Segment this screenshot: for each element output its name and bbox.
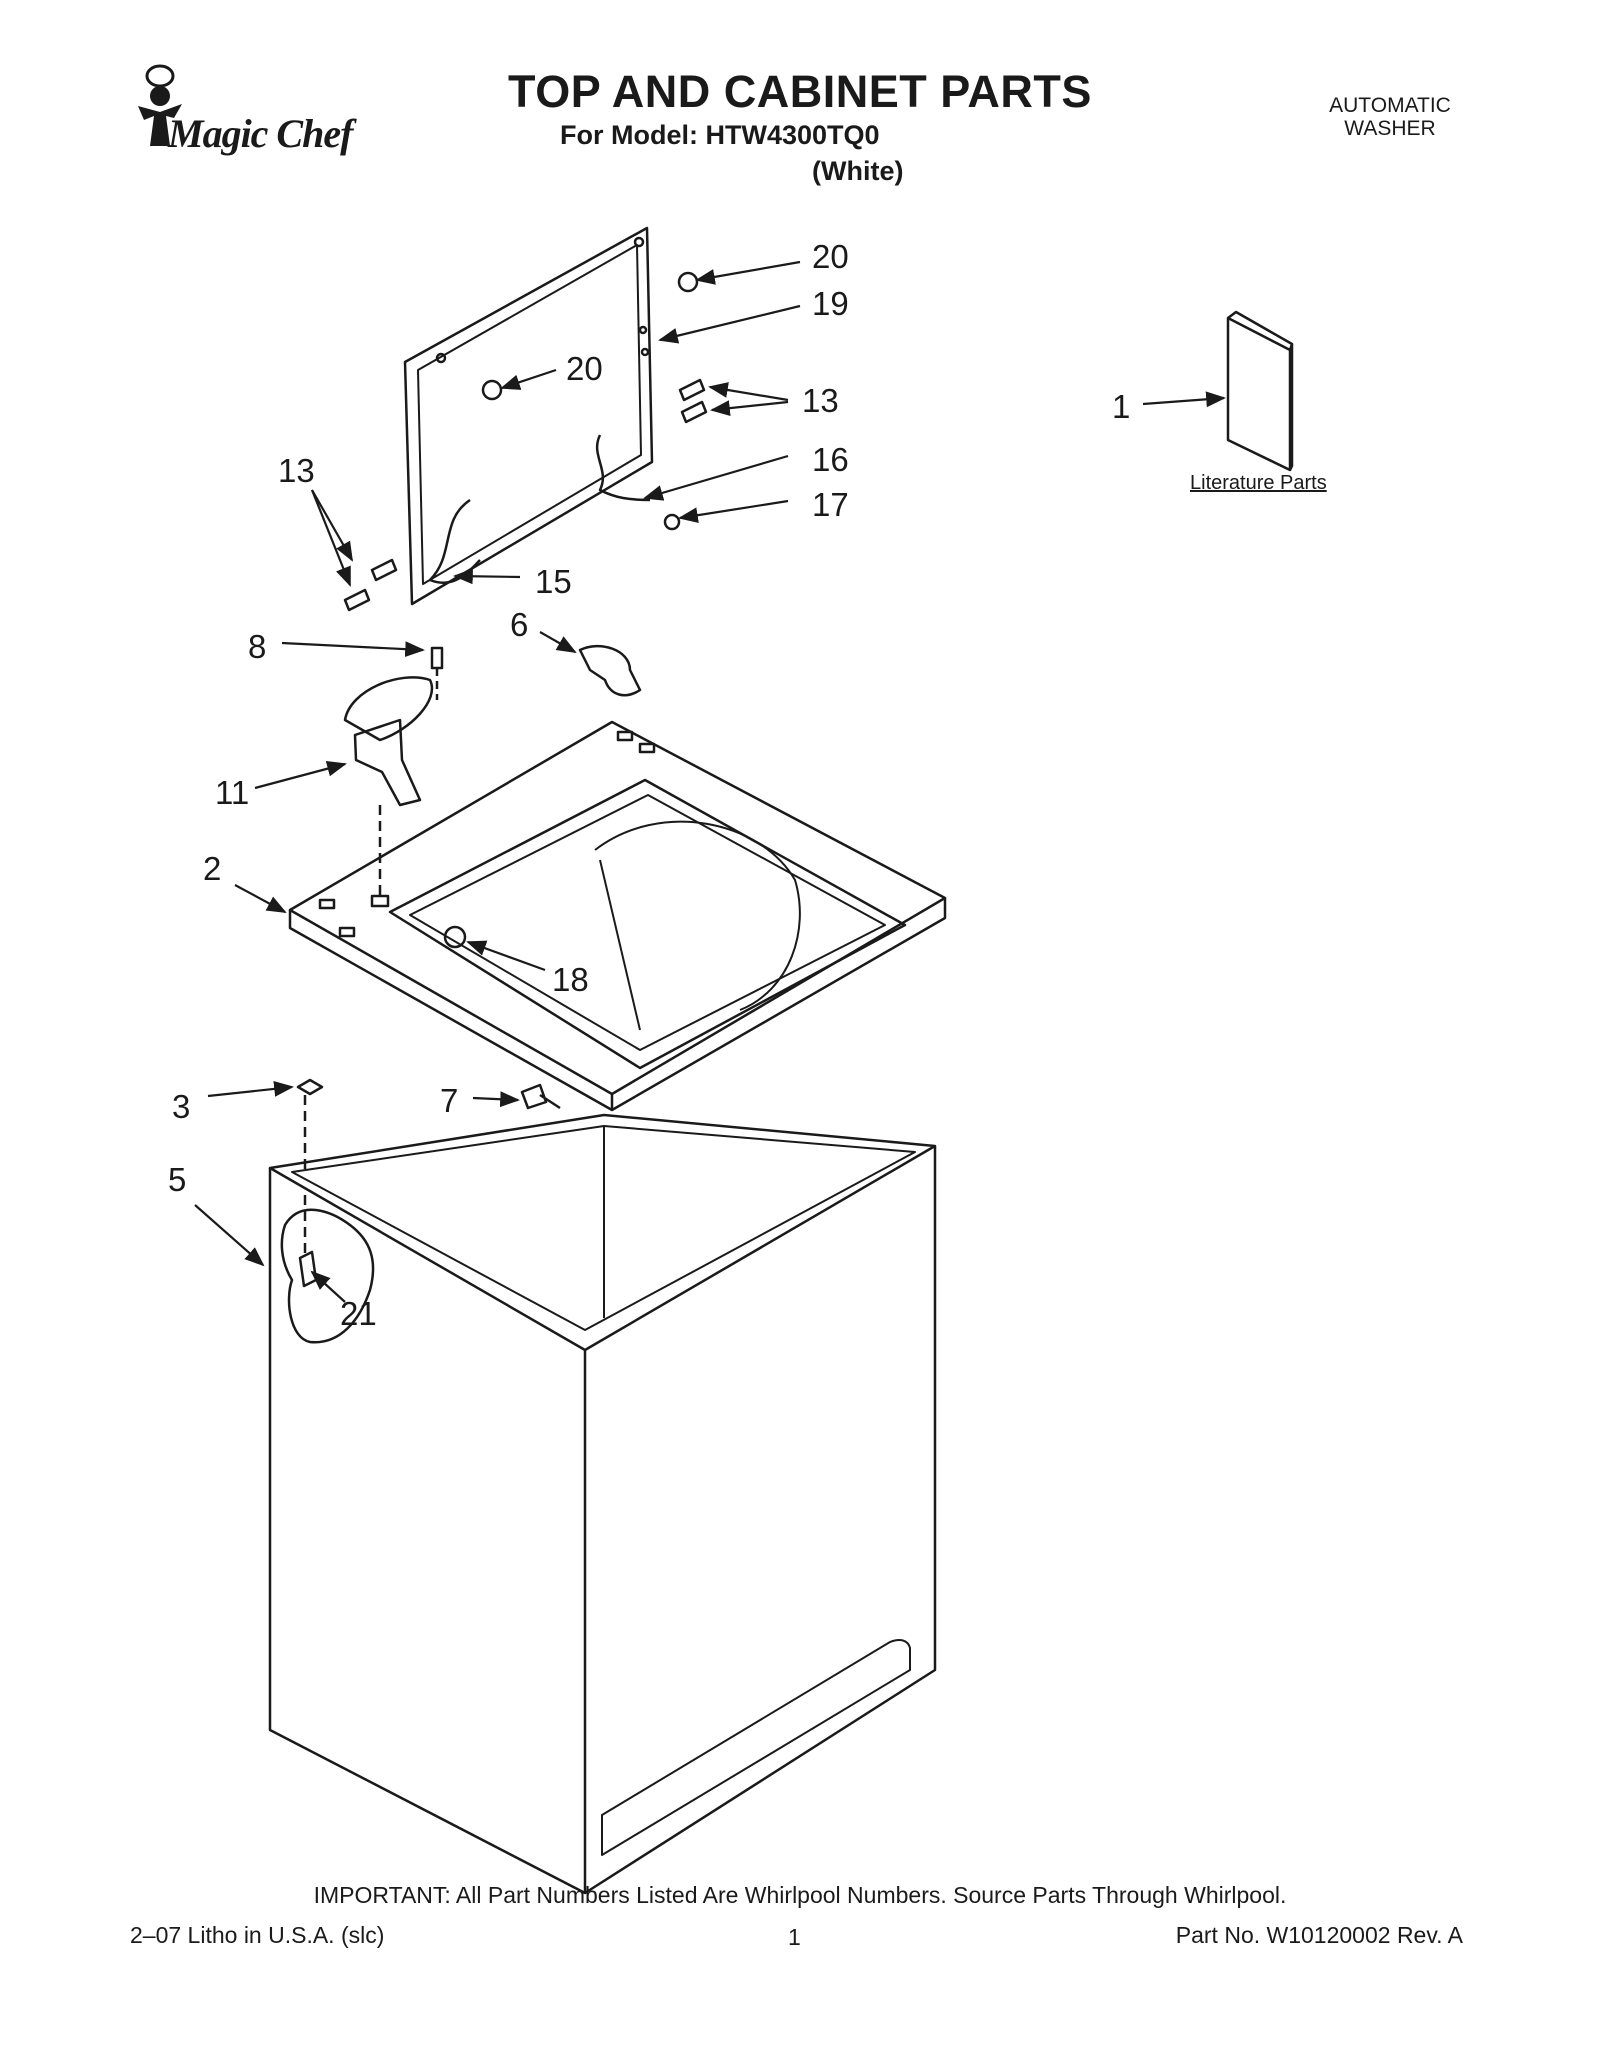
appliance-type-line1: AUTOMATIC — [1329, 94, 1451, 117]
important-note: IMPORTANT: All Part Numbers Listed Are W… — [313, 1882, 1287, 1908]
model-line: For Model: HTW4300TQ0 — [560, 120, 880, 150]
page-title: TOP AND CABINET PARTS — [508, 66, 1092, 117]
appliance-type-line2: WASHER — [1344, 117, 1436, 140]
callout-13-left: 13 — [278, 452, 315, 489]
callout-20-top: 20 — [812, 238, 849, 275]
clip — [296, 1078, 324, 1096]
callout-18: 18 — [552, 961, 589, 998]
callout-17: 17 — [812, 486, 849, 523]
leader-arrows — [194, 260, 1226, 1303]
brand-name: Magic Chef — [168, 111, 353, 156]
top-panel — [288, 720, 947, 1112]
cabinet — [268, 1113, 937, 1895]
callout-15: 15 — [535, 563, 572, 600]
callout-8: 8 — [248, 628, 267, 665]
part-number: Part No. W10120002 Rev. A — [1175, 1922, 1463, 1948]
page-number: 1 — [788, 1924, 801, 1950]
callout-11: 11 — [215, 774, 250, 811]
hinge-tab — [578, 644, 642, 697]
callout-2: 2 — [203, 850, 222, 887]
callout-19: 19 — [812, 285, 849, 322]
litho-info: 2–07 Litho in U.S.A. (slc) — [130, 1922, 385, 1948]
callout-21: 21 — [340, 1295, 377, 1332]
literature-parts-label: Literature Parts — [1190, 472, 1327, 494]
lid-switch — [343, 646, 444, 900]
brand-logo: Magic Chef — [130, 62, 430, 162]
callout-13-right: 13 — [802, 382, 839, 419]
callout-3: 3 — [172, 1088, 191, 1125]
hinge-rod-left — [428, 498, 481, 584]
callout-1: 1 — [1112, 388, 1131, 425]
callout-16: 16 — [812, 441, 849, 478]
chef-icon — [138, 64, 182, 146]
hinge-rod-right — [595, 434, 651, 502]
callout-5: 5 — [168, 1161, 187, 1198]
callout-6: 6 — [510, 606, 529, 643]
callout-20-left: 20 — [566, 350, 603, 387]
color-line: (White) — [812, 156, 904, 186]
callout-7: 7 — [440, 1082, 459, 1119]
cabinet-screw — [520, 1083, 561, 1110]
literature-parts-icon — [1226, 310, 1294, 472]
lid-frame — [403, 226, 654, 606]
